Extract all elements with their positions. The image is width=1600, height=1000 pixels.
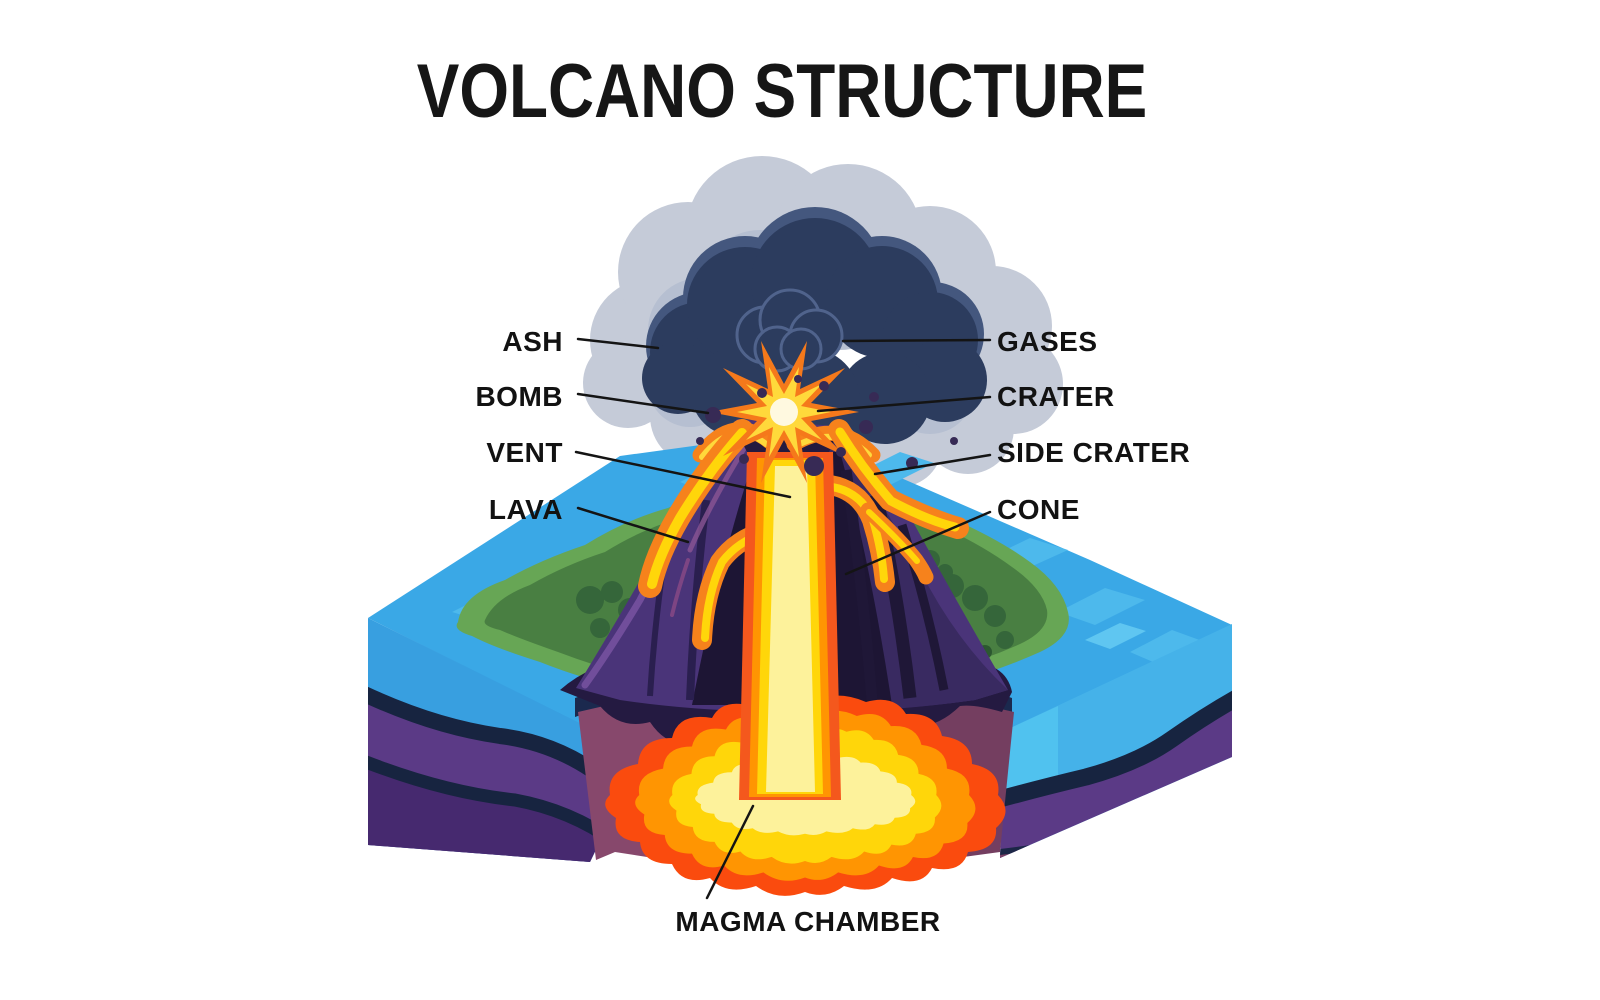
gas-cloud-puffs	[735, 288, 844, 373]
leader-crater	[816, 395, 992, 413]
volcanic-bombs	[696, 375, 958, 476]
sediment-layer-line	[368, 751, 619, 848]
leader-vent	[574, 450, 792, 499]
label-bomb: BOMB	[475, 381, 563, 412]
eruption-star	[709, 341, 859, 483]
label-side-crater: SIDE CRATER	[997, 437, 1190, 468]
label-gases: GASES	[997, 326, 1098, 357]
lava-flow-right-branch	[860, 502, 934, 585]
label-crater: CRATER	[997, 381, 1115, 412]
lava-flow-left-ridge	[638, 419, 754, 598]
leader-lines	[574, 337, 992, 900]
leader-side-crater	[873, 453, 992, 476]
label-lava: LAVA	[489, 494, 563, 525]
water-cut-highlight-right	[1002, 706, 1058, 802]
page-title: VOLCANO STRUCTURE	[417, 48, 1147, 134]
label-magma-chamber: MAGMA CHAMBER	[675, 906, 940, 937]
labels: ASH BOMB VENT LAVA GASES CRATER SIDE CRA…	[475, 326, 1190, 937]
leader-bomb	[576, 392, 710, 415]
leader-magma-chamber	[705, 804, 755, 900]
magma-conduit	[739, 452, 841, 800]
lava-flow-right-ridge	[828, 419, 969, 539]
sediment-layer-line	[1000, 688, 1232, 809]
star-core	[770, 398, 798, 426]
label-ash: ASH	[502, 326, 563, 357]
leader-gases	[841, 338, 992, 343]
leader-lava	[576, 506, 690, 544]
leader-cone	[844, 510, 992, 576]
leader-ash	[576, 337, 660, 350]
label-cone: CONE	[997, 494, 1080, 525]
label-vent: VENT	[486, 437, 563, 468]
